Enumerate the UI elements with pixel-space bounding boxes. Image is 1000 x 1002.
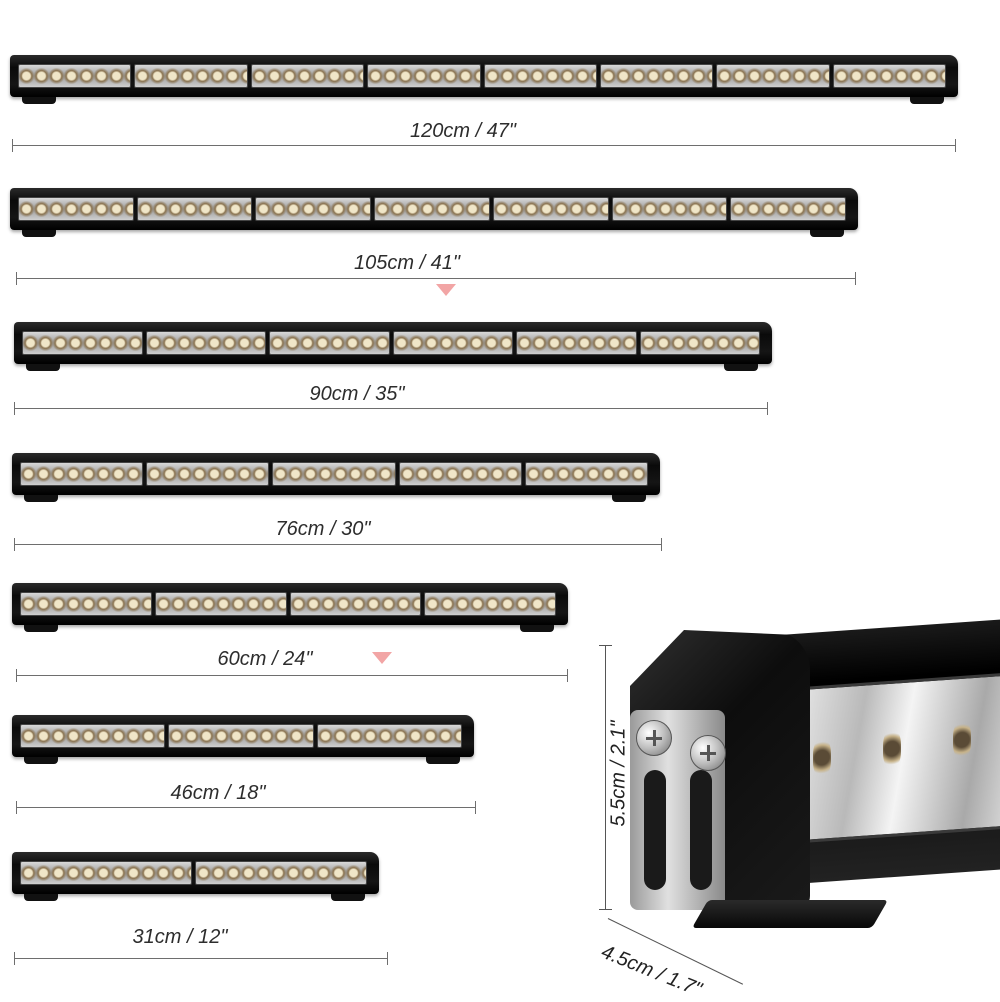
led-module	[20, 462, 144, 486]
closeup-lens	[795, 672, 1000, 844]
led-module	[599, 64, 714, 88]
led-module	[424, 592, 556, 616]
mounting-foot	[24, 495, 58, 502]
length-dimension-line	[12, 139, 956, 152]
led-module	[611, 197, 728, 221]
led-module	[730, 197, 847, 221]
led-module	[272, 462, 396, 486]
watermark-triangle	[372, 652, 392, 664]
length-dimension-label: 76cm / 30"	[275, 518, 371, 540]
light-bar-lens	[20, 592, 556, 616]
depth-dimension-label: 4.5cm / 1.7"	[598, 940, 705, 1001]
led-module	[20, 724, 166, 748]
mounting-foot	[810, 230, 844, 237]
length-dimension-line	[14, 538, 662, 551]
watermark-triangle	[436, 284, 456, 296]
light-bar-lens	[22, 331, 760, 355]
led-module	[716, 64, 830, 88]
led-module	[154, 592, 287, 616]
light-bar	[10, 188, 858, 237]
length-dimension-line	[16, 669, 568, 682]
led-module	[516, 331, 637, 355]
led-module	[269, 331, 390, 355]
led-module	[832, 64, 946, 88]
length-dimension-line	[16, 801, 476, 814]
led-module	[255, 197, 372, 221]
light-bar	[12, 852, 379, 901]
length-dimension-line	[16, 272, 856, 285]
mounting-foot	[22, 230, 56, 237]
bracket-slot	[644, 770, 666, 890]
mounting-foot	[22, 97, 56, 104]
led-module	[18, 197, 134, 221]
mounting-foot	[520, 625, 554, 632]
led-module	[392, 331, 513, 355]
mounting-foot	[24, 625, 58, 632]
bracket-slot	[690, 770, 712, 890]
closeup-led	[813, 737, 831, 778]
bracket-closeup: 5.5cm / 2.1" 4.5cm / 1.7"	[590, 600, 1000, 1001]
led-module	[22, 331, 143, 355]
mounting-foot	[612, 495, 646, 502]
height-dimension-label: 5.5cm / 2.1"	[607, 720, 630, 827]
led-module	[524, 462, 649, 486]
length-dimension-line	[14, 402, 768, 415]
length-dimension-label: 31cm / 12"	[132, 926, 228, 948]
led-module	[168, 724, 314, 748]
closeup-led	[883, 729, 901, 769]
screw-icon	[636, 720, 672, 756]
led-module	[20, 861, 192, 885]
light-bar-lens	[20, 861, 367, 885]
mounting-foot	[426, 757, 460, 764]
led-module	[145, 331, 266, 355]
light-bar-lens	[18, 197, 847, 221]
length-dimension-label: 46cm / 18"	[170, 782, 266, 804]
light-bar-lens	[20, 724, 462, 748]
led-module	[367, 64, 481, 88]
led-module	[374, 197, 490, 221]
mounting-foot	[910, 97, 944, 104]
led-module	[195, 861, 367, 885]
light-bar-lens	[18, 64, 946, 88]
led-module	[250, 64, 365, 88]
led-module	[639, 331, 760, 355]
light-bar	[12, 583, 568, 632]
light-bar	[12, 453, 660, 502]
screw-icon	[690, 735, 726, 771]
length-dimension-line	[14, 952, 388, 965]
mounting-foot	[24, 894, 58, 901]
length-dimension-label: 60cm / 24"	[217, 648, 313, 670]
mounting-foot	[724, 364, 758, 371]
light-bar	[12, 715, 474, 764]
led-module	[18, 64, 132, 88]
light-bar	[10, 55, 958, 104]
light-bar-lens	[20, 462, 649, 486]
light-bar	[14, 322, 772, 371]
led-module	[146, 462, 270, 486]
led-module	[289, 592, 422, 616]
closeup-mounting-foot	[691, 900, 889, 928]
length-dimension-label: 90cm / 35"	[309, 383, 405, 405]
length-dimension-label: 120cm / 47"	[409, 120, 517, 142]
mounting-foot	[331, 894, 365, 901]
led-module	[20, 592, 152, 616]
mounting-foot	[24, 757, 58, 764]
led-module	[492, 197, 609, 221]
led-module	[398, 462, 522, 486]
length-dimension-label: 105cm / 41"	[353, 252, 461, 274]
closeup-led	[953, 720, 971, 760]
height-dimension-line	[599, 645, 612, 910]
led-module	[136, 197, 253, 221]
led-module	[316, 724, 462, 748]
led-module	[483, 64, 597, 88]
mounting-foot	[26, 364, 60, 371]
led-module	[134, 64, 248, 88]
